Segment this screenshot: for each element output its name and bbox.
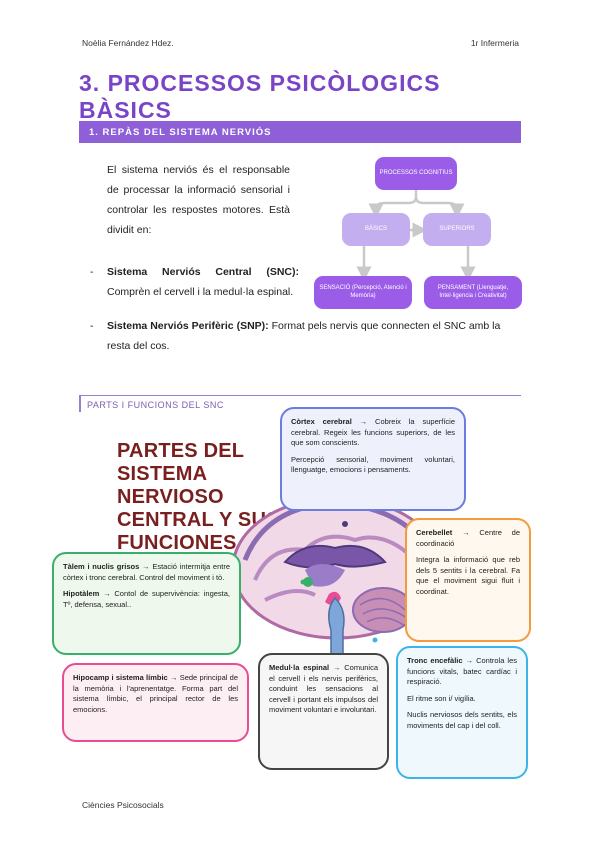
header-course: 1r Infermeria bbox=[470, 38, 519, 48]
callout-text: Integra la informació que reb dels 5 sen… bbox=[416, 555, 520, 596]
intro-paragraph: El sistema nerviós és el responsable de … bbox=[107, 164, 290, 236]
callout-cerebellum: Cerebellet → Centre de coordinació Integ… bbox=[405, 518, 531, 642]
callout-brainstem: Tronc encefàlic → Controla les funcions … bbox=[396, 646, 528, 779]
callout-text: → Sede principal de la memòria i l'apren… bbox=[73, 673, 238, 714]
callout-term: Medul·la espinal bbox=[269, 663, 330, 672]
callout-term: Cerebellet bbox=[416, 528, 453, 537]
diagram-node-thought: PENSAMENT (Llenguatje, Intel·ligencia i … bbox=[424, 276, 522, 309]
callout-text: Percepció sensorial, moviment voluntari,… bbox=[291, 454, 455, 475]
bullet-term: Sistema Nerviós Central (SNC): bbox=[107, 266, 299, 278]
callout-term: Tronc encefàlic bbox=[407, 656, 463, 665]
section-heading: 1. REPÀS DEL SISTEMA NERVIÓS bbox=[79, 121, 521, 143]
callout-spinal-cord: Medul·la espinal → Comunica el cervell i… bbox=[258, 653, 389, 770]
infographic-title: PARTES DEL SISTEMA NERVIOSO CENTRAL Y SU… bbox=[117, 440, 280, 554]
bullet-dash: - bbox=[90, 266, 94, 278]
callout-text: → Estació intermitja entre còrtex i tron… bbox=[63, 562, 230, 582]
footer-subject: Ciències Psicosocials bbox=[82, 800, 164, 810]
diagram-node-basic: BÀSICS bbox=[342, 213, 410, 246]
header-author: Noèlia Fernández Hdez. bbox=[82, 38, 174, 48]
callout-text: → Contol de supervivència: ingesta, Tº, … bbox=[63, 589, 230, 609]
callout-thalamus: Tàlem i nuclis grisos → Estació intermit… bbox=[52, 552, 241, 655]
callout-text: Cobreix la superfície cerebral. Regeix l… bbox=[291, 417, 455, 447]
diagram-node-cognitive: PROCESSOS COGNITIUS bbox=[375, 157, 457, 190]
callout-hippocampus: Hipocamp i sistema límbic → Sede princip… bbox=[62, 663, 249, 742]
callout-term: Hipotàlem bbox=[63, 589, 100, 598]
bullet-list: - Sistema Nerviós Central (SNC): Comprèn… bbox=[86, 262, 526, 356]
bullet-term: Sistema Nerviós Perifèric (SNP): bbox=[107, 320, 269, 332]
diagram-connectors bbox=[356, 190, 476, 282]
bullet-dash: - bbox=[90, 320, 94, 332]
bullet-text: Format pels nervis que connecten el SNC … bbox=[107, 320, 501, 352]
subsection-heading: PARTS I FUNCIONS DEL SNC bbox=[79, 395, 521, 412]
callout-term: Tàlem i nuclis grisos bbox=[63, 562, 140, 571]
diagram-node-sensation: SENSACIÓ (Percepció, Atenció i Memòria) bbox=[314, 276, 412, 309]
brain-illustration bbox=[231, 496, 443, 685]
diagram-node-superior: SUPERIORS bbox=[423, 213, 491, 246]
callout-text: → Controla les funcions vitals, batec ca… bbox=[407, 656, 518, 686]
page-title: 3. PROCESSOS PSICÒLOGICS BÀSICS bbox=[79, 70, 521, 128]
bullet-text: Comprèn el cervell i la medul·la espinal… bbox=[107, 286, 294, 298]
callout-cortex: Còrtex cerebral → Cobreix la superfície … bbox=[280, 407, 466, 511]
callout-term: Hipocamp i sistema límbic bbox=[73, 673, 168, 682]
bullet-item-snc: - Sistema Nerviós Central (SNC): Comprèn… bbox=[86, 262, 299, 302]
callout-text: Nuclis nerviosos dels sentits, els movim… bbox=[407, 710, 517, 730]
callout-text: El ritme son i/ vigília. bbox=[407, 693, 476, 703]
callout-text: → Centre de coordinació bbox=[416, 528, 520, 548]
callout-text: → Comunica el cervell i els nervis perif… bbox=[269, 663, 378, 714]
bullet-item-snp: - Sistema Nerviós Perifèric (SNP): Forma… bbox=[86, 316, 516, 356]
callout-term: Còrtex cerebral → bbox=[291, 417, 368, 426]
